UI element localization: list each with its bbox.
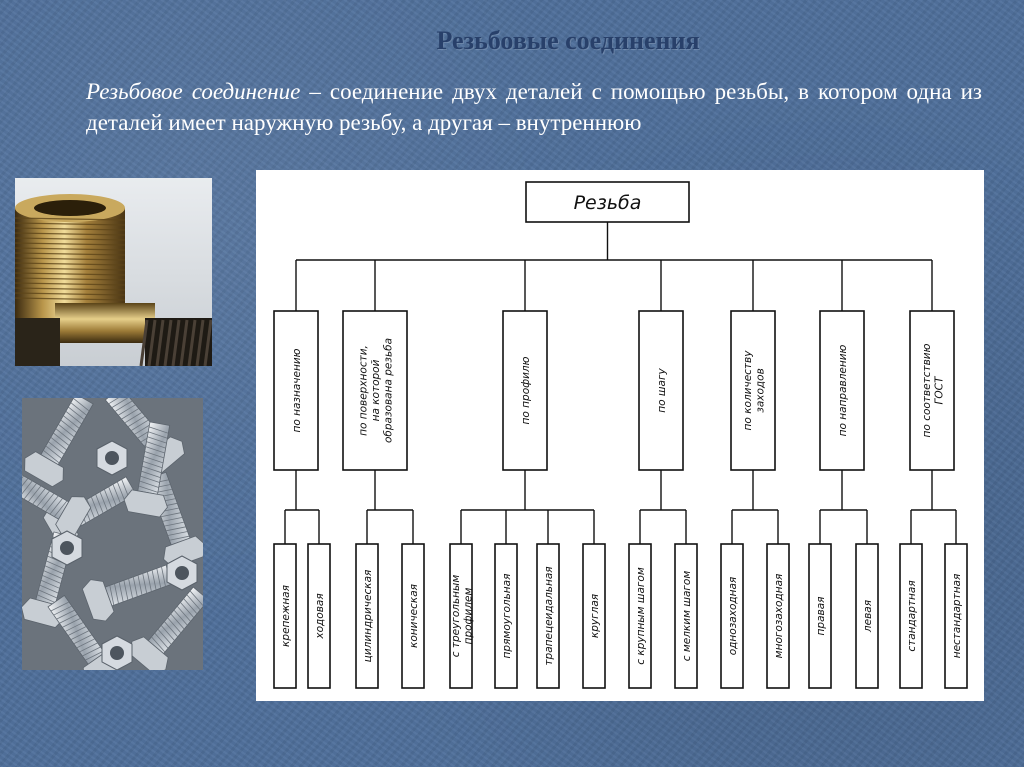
leaf-node: левая: [855, 510, 879, 689]
leaf-node: многозаходная: [766, 510, 790, 689]
leaf-box: [449, 543, 473, 689]
leaf-box: [674, 543, 698, 689]
leaf-node: с крупным шагом: [628, 510, 652, 689]
category-label: по направлению: [837, 344, 849, 436]
leaf-box: [720, 543, 744, 689]
leaf-label: однозаходная: [727, 577, 739, 656]
leaf-node: прямоугольная: [494, 510, 518, 689]
leaf-node: цилиндрическая: [355, 510, 379, 689]
category-box: [638, 310, 684, 471]
leaf-label: правая: [815, 597, 827, 636]
category-box: [730, 310, 776, 471]
category-label: по соответствиюГОСТ: [921, 343, 946, 437]
leaf-label: с мелким шагом: [681, 571, 693, 662]
leaf-node: ходовая: [307, 510, 331, 689]
leaf-box: [494, 543, 518, 689]
leaf-node: с мелким шагом: [674, 510, 698, 689]
leaf-node: трапецеидальная: [536, 510, 560, 689]
leaf-label: многозаходная: [773, 574, 785, 659]
leaf-node: с треугольнымпрофилем: [449, 510, 475, 689]
category-box: [342, 310, 408, 471]
category-label: по количествузаходов: [742, 350, 767, 431]
leaf-node: однозаходная: [720, 510, 744, 689]
leaf-node: круглая: [582, 510, 606, 689]
leaf-node: правая: [808, 510, 832, 689]
leaf-node: нестандартная: [944, 510, 968, 689]
leaf-box: [307, 543, 331, 689]
leaf-box: [273, 543, 297, 689]
leaf-label: стандартная: [906, 580, 918, 651]
leaf-box: [628, 543, 652, 689]
category-node: по шагу с крупным шагом с мелким шагом: [628, 260, 698, 689]
category-node: по количествузаходов однозаходная многозах…: [720, 260, 790, 689]
leaf-box: [582, 543, 606, 689]
leaf-label: круглая: [589, 594, 601, 638]
category-node: по профилю с треугольнымпрофилем прямоугол…: [449, 260, 606, 689]
category-box: [273, 310, 319, 471]
category-box: [502, 310, 548, 471]
root-label: Резьба: [574, 192, 642, 214]
bolts-and-nuts-photo: [22, 398, 203, 670]
leaf-label: с крупным шагом: [635, 567, 647, 665]
leaf-node: крепежная: [273, 510, 297, 689]
leaf-label: нестандартная: [951, 574, 963, 659]
category-node: по направлению правая левая: [808, 260, 879, 689]
leaf-label: коническая: [408, 584, 420, 648]
category-node: по соответствиюГОСТ стандартная нестандарт…: [899, 260, 968, 689]
leaf-box: [401, 543, 425, 689]
leaf-node: коническая: [401, 510, 425, 689]
leaf-label: прямоугольная: [501, 574, 513, 659]
category-node: по поверхности,на которойобразована резь…: [342, 260, 425, 689]
leaf-box: [899, 543, 923, 689]
leaf-label: ходовая: [314, 593, 326, 639]
category-box: [819, 310, 865, 471]
definition-term: Резьбовое соединение: [86, 79, 301, 104]
leaf-box: [855, 543, 879, 689]
leaf-label: с треугольнымпрофилем: [450, 575, 475, 658]
leaf-label: крепежная: [280, 585, 292, 647]
category-label: по шагу: [656, 368, 668, 413]
leaf-label: трапецеидальная: [543, 566, 555, 665]
brass-fittings-photo: [15, 178, 212, 366]
category-label: по назначению: [291, 348, 303, 432]
thread-classification-diagram: Резьба по назначению крепежная ходовая по по…: [256, 170, 984, 701]
root-box: [525, 181, 690, 223]
leaf-box: [766, 543, 790, 689]
category-label: по поверхности,на которойобразована резь…: [358, 338, 395, 443]
leaf-node: стандартная: [899, 510, 923, 689]
definition-text: Резьбовое соединение – соединение двух д…: [86, 76, 982, 138]
category-label: по профилю: [520, 356, 532, 424]
definition-body: – соединение двух деталей с помощью резь…: [86, 79, 982, 135]
leaf-box: [355, 543, 379, 689]
leaf-box: [944, 543, 968, 689]
leaf-label: левая: [862, 600, 874, 633]
leaf-label: цилиндрическая: [362, 570, 374, 663]
category-node: по назначению крепежная ходовая: [273, 260, 331, 689]
slide-title: Резьбовые соединения: [436, 26, 700, 55]
leaf-box: [808, 543, 832, 689]
leaf-box: [536, 543, 560, 689]
category-box: [909, 310, 955, 471]
